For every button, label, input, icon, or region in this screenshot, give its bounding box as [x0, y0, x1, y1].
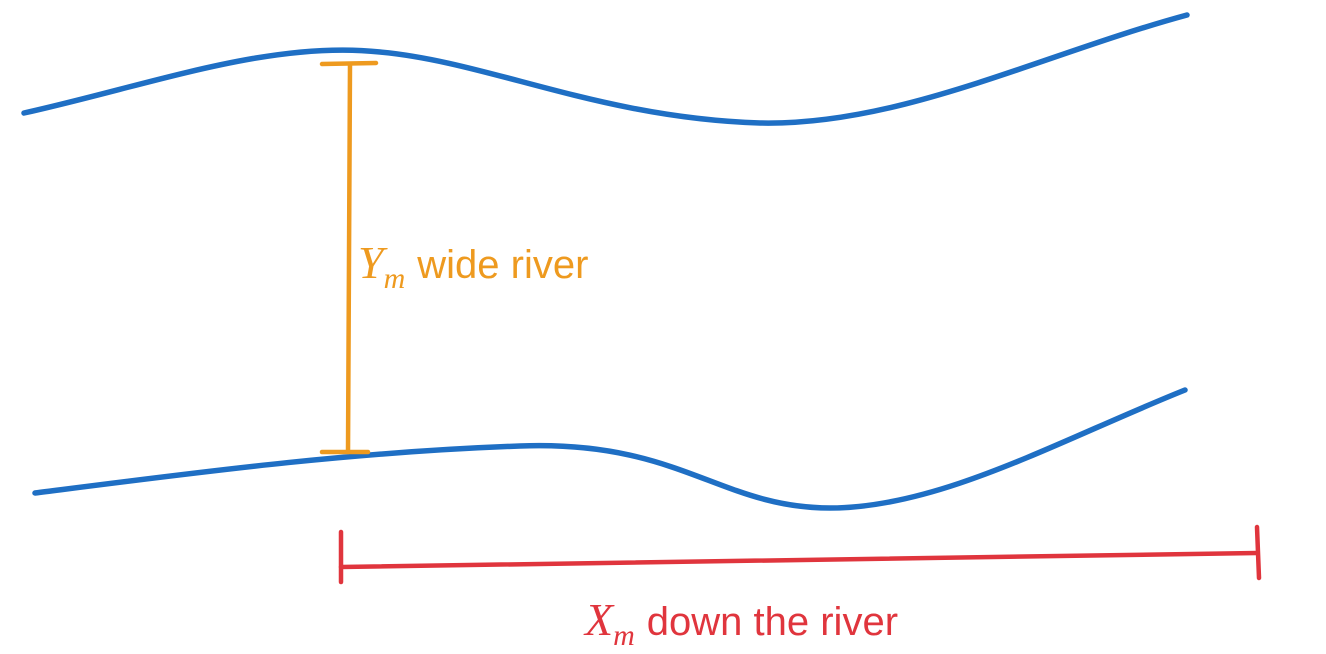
- river-length-bracket-right-cap: [1254, 524, 1262, 581]
- river-width-bracket-stem: [345, 61, 353, 455]
- river-bank-bottom: [32, 387, 1188, 511]
- river-width-label: Ym wide river: [358, 237, 589, 294]
- river-length-label: Xm down the river: [585, 594, 899, 651]
- river-width-bracket: [319, 60, 379, 455]
- river-length-variable: X: [585, 594, 614, 645]
- river-length-bracket: [338, 524, 1262, 585]
- river-length-subscript: m: [613, 619, 635, 652]
- river-width-variable: Y: [358, 237, 384, 288]
- river-length-text: down the river: [646, 600, 899, 644]
- river-bank-top: [21, 12, 1190, 126]
- river-width-text: wide river: [417, 243, 589, 287]
- river-width-subscript: m: [383, 262, 406, 295]
- river-length-bracket-stem: [338, 550, 1260, 570]
